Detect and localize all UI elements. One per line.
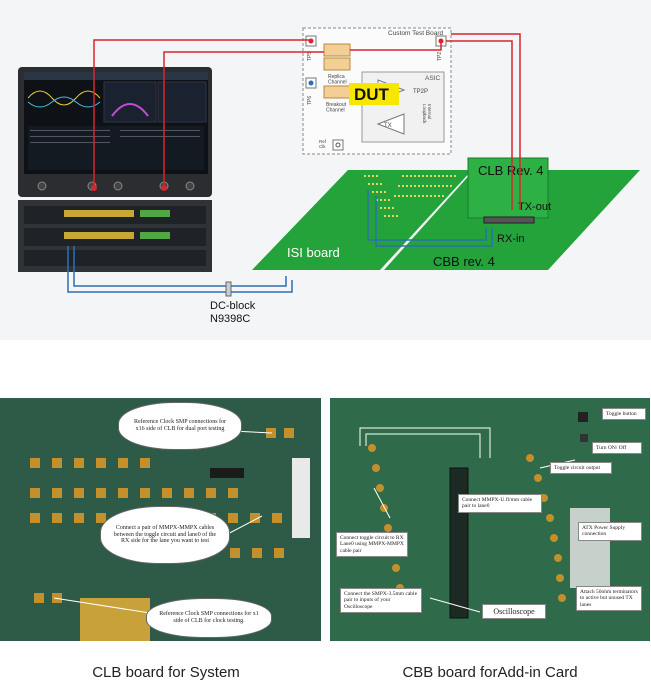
clb-board-shape <box>467 157 549 219</box>
measure-panel <box>157 81 207 123</box>
callout-leader <box>373 487 391 519</box>
isi-traces <box>364 175 400 217</box>
barcode-label <box>292 458 310 538</box>
replica-channel-block <box>323 43 351 57</box>
eye-diagram-panel <box>103 81 157 123</box>
blue-cable-rxin-1 <box>367 190 487 241</box>
caption-cbb: CBB board forAdd-in Card <box>402 664 578 681</box>
results-line <box>30 142 110 143</box>
results-table <box>28 126 204 170</box>
label-attach-50ohm: Attach 50ohm terminators to active but u… <box>576 586 642 611</box>
atx-connector-area <box>570 508 610 588</box>
toggle-button-part <box>578 412 588 422</box>
white-cable <box>365 433 481 458</box>
bert-connector-row <box>64 232 134 239</box>
scope-input-red <box>161 185 167 191</box>
breakout-channel-block <box>323 85 351 99</box>
blue-cable-dcblock-2 <box>73 246 287 287</box>
white-cable <box>359 427 491 458</box>
ref-clk-dot <box>335 142 341 148</box>
waveform-cyan <box>27 96 101 108</box>
isi-board-shape <box>252 170 472 270</box>
tx-label: TX <box>384 123 392 129</box>
red-cable-txout-2 <box>451 33 521 210</box>
label-toggle-button: Toggle button <box>602 408 646 421</box>
power-switch-part <box>580 434 588 442</box>
label-atx-power: ATX Power Supply connection <box>578 522 642 541</box>
scope-knob <box>113 181 123 191</box>
pcie-edge-connector <box>80 598 150 641</box>
results-line <box>30 130 110 131</box>
tx-buffer-shape <box>376 113 405 135</box>
red-cable-tp2 <box>350 40 442 51</box>
ic-chip <box>210 468 244 478</box>
custom-test-board-label: Custom Test Board <box>388 30 444 37</box>
dc-block-model: N9398C <box>210 313 250 325</box>
replica-channel-block-2 <box>323 57 351 71</box>
bert-module-3 <box>24 250 206 266</box>
dut-label: DUT <box>354 85 390 104</box>
red-cable-tp5 <box>93 39 311 188</box>
scope-knob <box>185 181 195 191</box>
cbb-label: CBB rev. 4 <box>433 254 495 269</box>
oscilloscope-menubar <box>24 72 208 80</box>
bert-connector-row <box>64 210 134 217</box>
eye-diagram-trace <box>111 103 149 117</box>
blue-cable-rxin-2 <box>375 196 493 247</box>
scope-knob <box>37 181 47 191</box>
tp6-dot <box>308 80 314 86</box>
bert-led-row <box>140 232 170 239</box>
callout-ref-clock-x1: Reference Clock SMP connections for x1 s… <box>146 598 272 638</box>
results-line <box>120 130 200 131</box>
label-connect-smpx-scope: Connect the SMPX-3.5mm cable pair to inp… <box>340 588 422 613</box>
asic-label: ASIC <box>425 75 440 82</box>
label-oscilloscope: Oscilloscope <box>482 604 546 620</box>
tx-out-label: TX-out <box>518 201 551 213</box>
isi-board-label: ISI board <box>287 245 340 260</box>
callout-ref-clock-x16: Reference Clock SMP connections for x16 … <box>118 402 242 450</box>
waveform-yellow <box>27 90 101 106</box>
bert-led-row <box>140 210 170 217</box>
label-connect-toggle-rx: Connect toggle circuit to RX Lane0 using… <box>336 532 408 557</box>
dut-highlight <box>349 83 399 105</box>
ref-clk-connector <box>332 139 344 151</box>
scope-input-red <box>91 185 97 191</box>
caption-clb: CLB board for System <box>92 664 240 681</box>
dc-block-component <box>225 281 232 297</box>
label-turn-on-off: Turn ON/ Off <box>592 442 642 455</box>
tp5-label: TP5 <box>307 52 313 61</box>
internal-loopback-label: InternalLoopback <box>422 104 432 124</box>
label-connect-mmpx-lane0: Connect MMPX-U.fl/mm cable pair to lane0 <box>458 494 542 513</box>
clb-label: CLB Rev. 4 <box>478 163 544 178</box>
results-line <box>120 136 200 137</box>
callout-mmpx-cables: Connect a pair of MMPX-MMPX cables betwe… <box>100 506 230 564</box>
isi-traces-2 <box>394 175 458 197</box>
blue-cable-dcblock-1 <box>67 246 293 293</box>
red-cable-txout-1 <box>446 40 513 210</box>
callout-leader <box>53 597 151 614</box>
cbb-board-photo: Toggle button Turn ON/ Off Toggle circui… <box>330 398 650 641</box>
tp6-label: TP6 <box>307 96 313 105</box>
pcie-slot <box>483 216 535 224</box>
results-line <box>30 136 110 137</box>
clb-board-photo: Reference Clock SMP connections for x16 … <box>0 398 321 641</box>
callout-leader <box>429 597 481 613</box>
rx-in-label: RX-in <box>497 233 525 245</box>
red-cable-replica <box>163 51 324 188</box>
tp2-label: TP2 <box>437 52 443 61</box>
label-toggle-circuit-output: Toggle circuit output <box>550 462 612 475</box>
dc-block-label: DC-block <box>210 300 256 312</box>
tp2p-label: TP2P <box>413 89 428 95</box>
pcie-slot <box>449 467 469 619</box>
